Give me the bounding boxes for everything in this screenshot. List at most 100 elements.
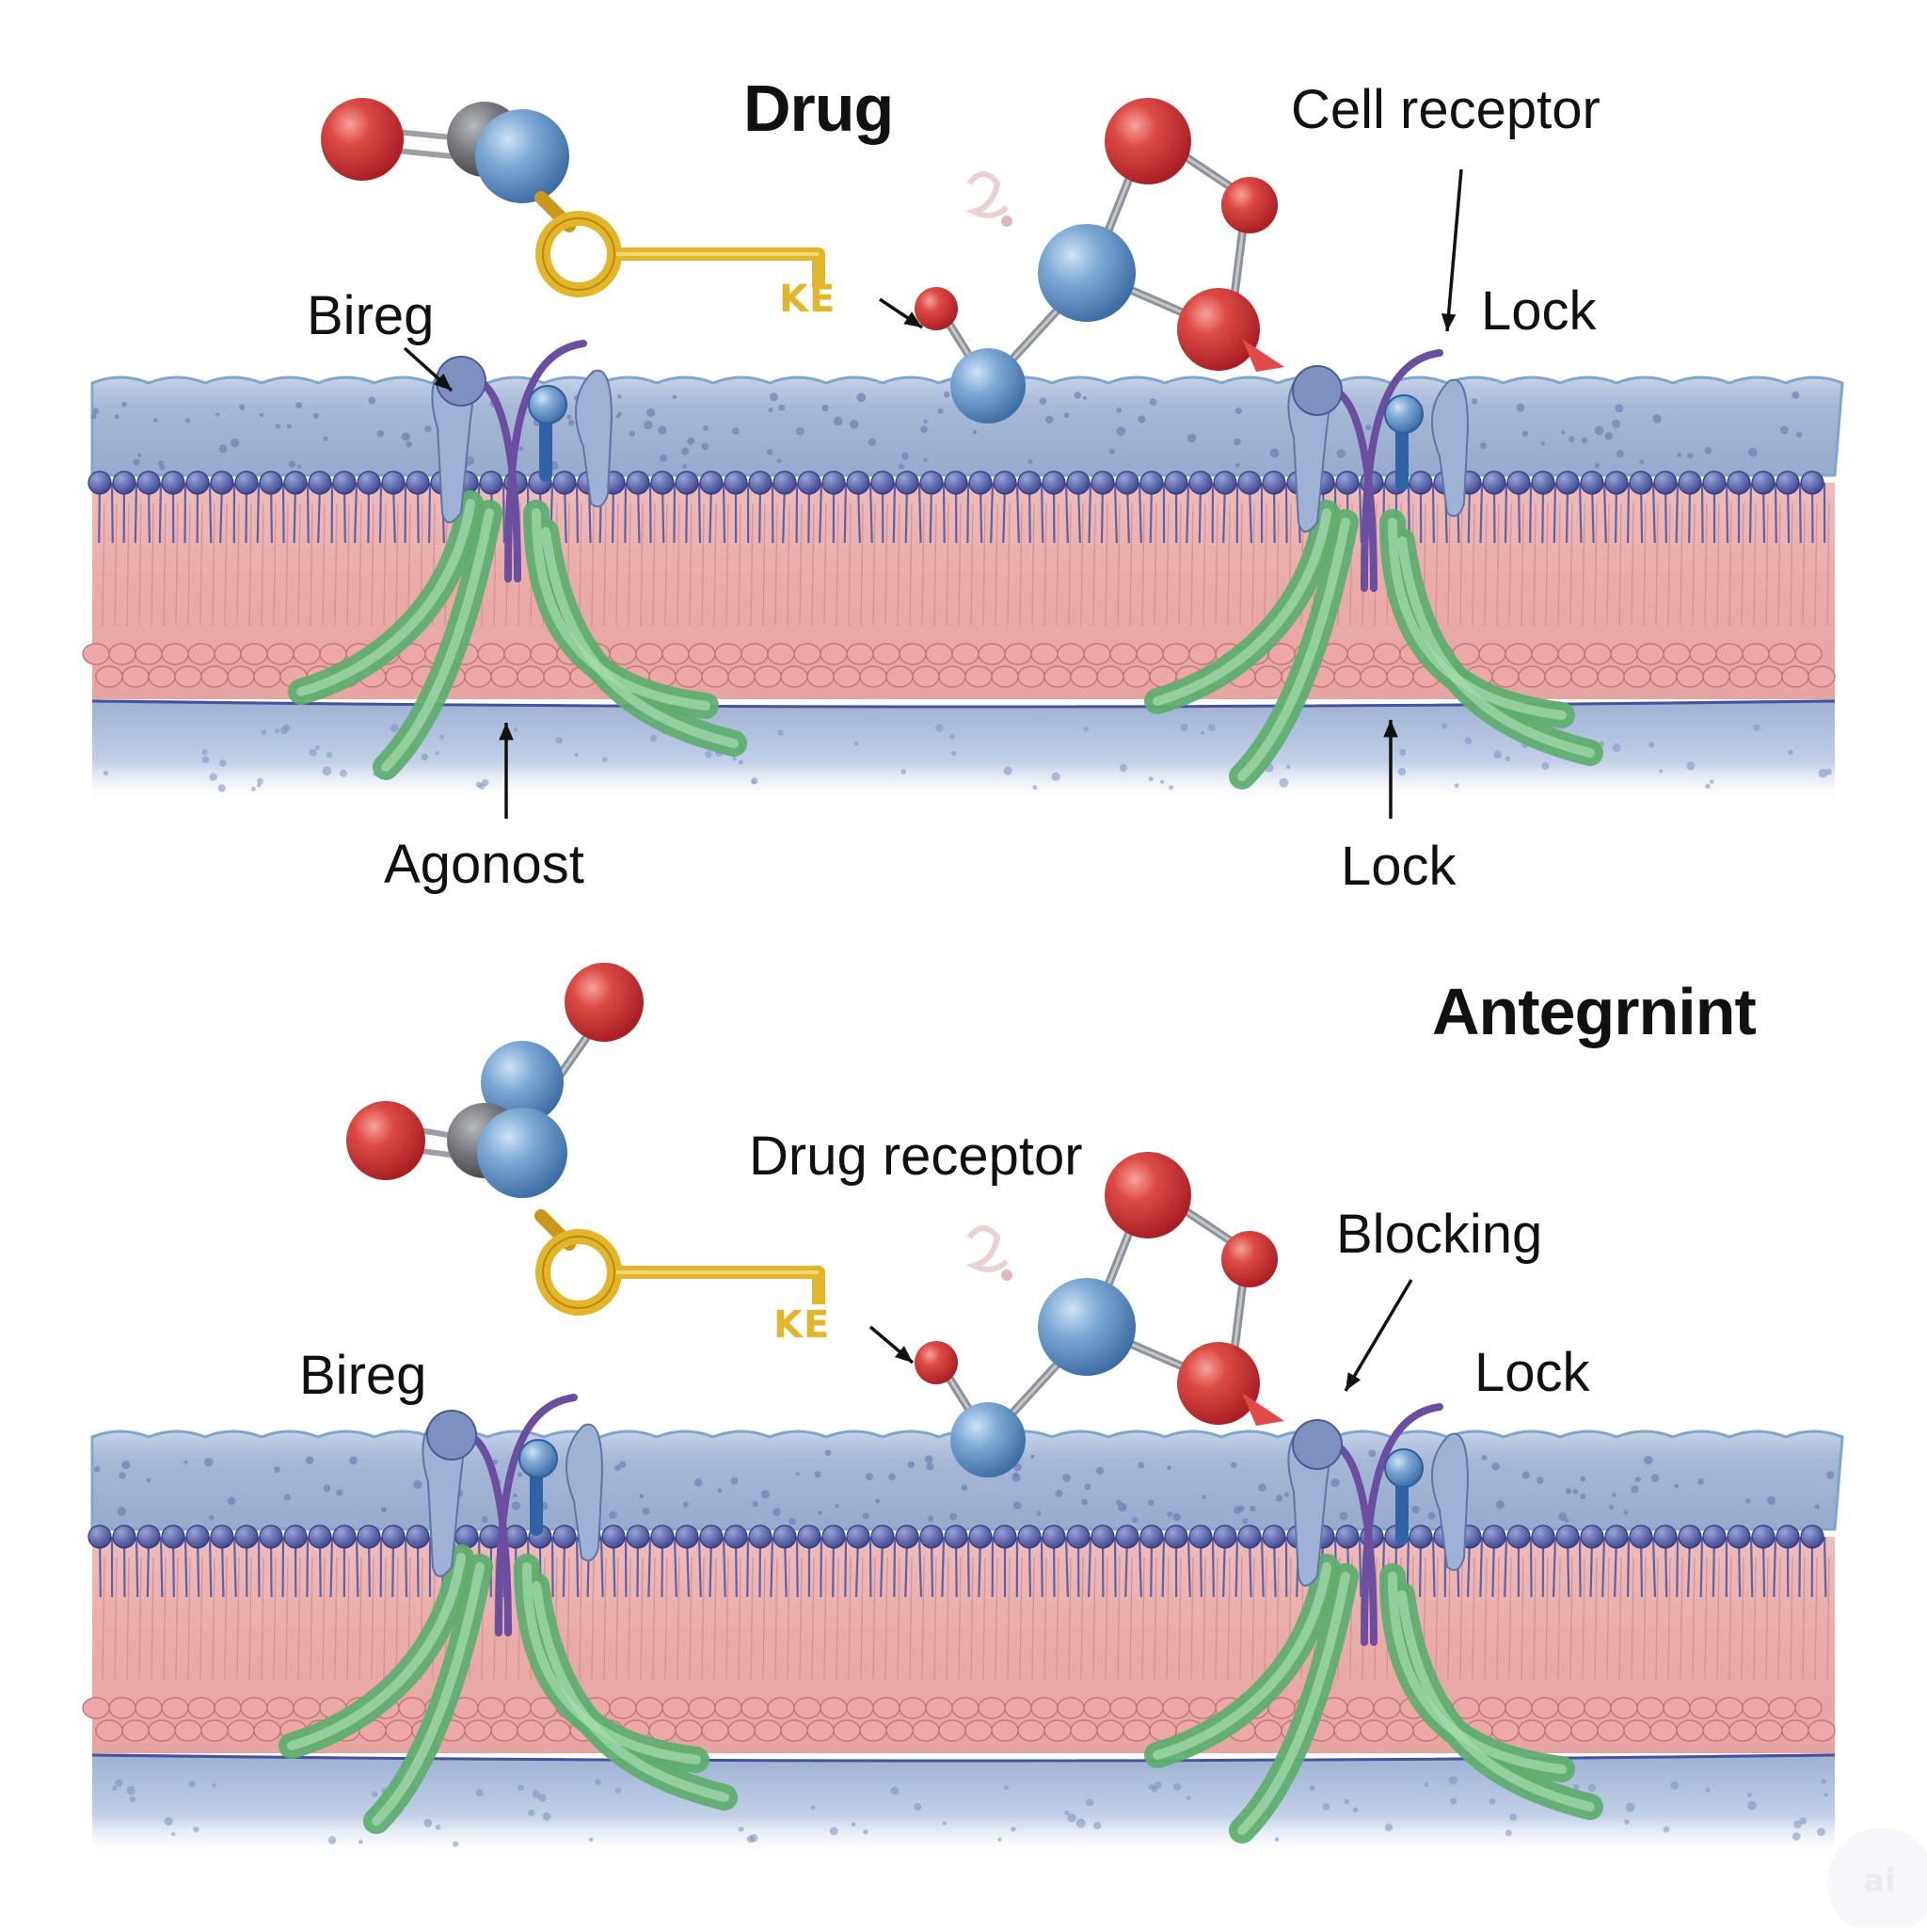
membrane-cell <box>755 1720 781 1741</box>
membrane-cell <box>1084 644 1110 664</box>
nitrogen-atom <box>1038 224 1136 322</box>
membrane-speckle <box>328 1836 337 1844</box>
membrane-cell <box>1716 1698 1743 1718</box>
membrane-speckle <box>1234 1507 1241 1514</box>
membrane-cell <box>1334 1720 1361 1741</box>
membrane-speckle <box>184 1461 188 1464</box>
lipid-tail <box>503 483 504 543</box>
membrane-cell <box>544 666 570 687</box>
membrane-speckle <box>1412 1506 1420 1513</box>
lipid-head <box>1043 1525 1065 1548</box>
cell-receptor-label: Cell receptor <box>1291 83 1601 137</box>
membrane-cell <box>1795 1698 1822 1718</box>
membrane-speckle <box>1056 1490 1063 1497</box>
lipid-head <box>1189 471 1212 494</box>
lipid-head <box>1605 1525 1628 1548</box>
membrane-cell <box>1677 1720 1703 1741</box>
membrane-cell <box>952 644 979 664</box>
key-ring-outline <box>543 1237 614 1308</box>
membrane-speckle <box>91 414 97 420</box>
membrane-speckle <box>687 438 694 445</box>
membrane-cell <box>478 1698 504 1718</box>
membrane-speckle <box>251 787 256 791</box>
membrane-speckle <box>834 417 843 426</box>
membrane-speckle <box>1231 1461 1237 1468</box>
membrane-cell <box>1545 1720 1571 1741</box>
membrane-cell <box>1361 1720 1387 1741</box>
membrane-speckle <box>1748 448 1758 457</box>
membrane-cell <box>465 666 491 687</box>
membrane-speckle <box>1697 1478 1704 1485</box>
lipid-head <box>969 471 992 494</box>
membrane-speckle <box>202 756 210 763</box>
membrane-speckle <box>943 1822 947 1826</box>
lipid-tail <box>1505 483 1506 543</box>
lipid-tail <box>820 1537 821 1597</box>
membrane-speckle <box>1118 1503 1127 1512</box>
lipid-head <box>1238 1525 1261 1548</box>
membrane-speckle <box>778 405 785 411</box>
membrane-speckle <box>1455 783 1459 788</box>
membrane-speckle <box>1644 1456 1652 1464</box>
membrane-speckle <box>747 1835 755 1843</box>
membrane-cell <box>1769 644 1795 664</box>
lipid-head <box>260 471 282 494</box>
membrane-cell <box>755 666 781 687</box>
membrane-speckle <box>257 778 263 785</box>
membrane-speckle <box>1705 784 1710 789</box>
membrane-speckle <box>1705 447 1712 454</box>
lipid-head <box>333 1525 356 1548</box>
membrane-speckle <box>310 749 317 757</box>
membrane-cell <box>1347 1698 1374 1718</box>
membrane-cell <box>399 1698 425 1718</box>
lipid-tail <box>1042 483 1043 543</box>
membrane-cell <box>504 1698 531 1718</box>
lipid-tail <box>1433 483 1434 543</box>
lipid-head <box>676 471 698 494</box>
membrane-speckle <box>825 1449 832 1456</box>
membrane-cell <box>1479 1698 1505 1718</box>
membrane-cell <box>1611 644 1637 664</box>
membrane-speckle <box>1496 1500 1505 1509</box>
membrane-speckle <box>1051 773 1059 781</box>
membrane-speckle <box>1027 459 1032 464</box>
lipid-head <box>1116 471 1139 494</box>
membrane-speckle <box>1505 1829 1512 1836</box>
membrane-speckle <box>513 1493 517 1497</box>
membrane-speckle <box>1064 1811 1069 1815</box>
membrane-cell <box>1071 666 1097 687</box>
membrane-speckle <box>280 726 289 735</box>
membrane-speckle <box>1276 1494 1283 1502</box>
lipid-tail <box>1580 483 1581 543</box>
lipid-head <box>1336 471 1359 494</box>
membrane-cell <box>636 1698 662 1718</box>
membrane-speckle <box>287 423 292 428</box>
membrane-cell <box>1782 1720 1808 1741</box>
membrane-speckle <box>1651 1474 1660 1482</box>
membrane-cell <box>1703 1720 1729 1741</box>
membrane-cell <box>1044 1720 1071 1741</box>
membrane-speckle <box>1120 764 1127 772</box>
membrane-speckle <box>1796 432 1802 438</box>
lipid-head <box>1679 471 1701 494</box>
lipid-tail <box>1090 483 1091 543</box>
membrane-speckle <box>1345 1799 1349 1804</box>
lipid-head <box>1263 1525 1285 1548</box>
nitrogen-atom <box>950 1402 1026 1477</box>
membrane-cell <box>781 1720 807 1741</box>
membrane-speckle <box>1561 430 1565 434</box>
membrane-speckle <box>589 1837 594 1842</box>
oxygen-atom <box>1177 288 1260 371</box>
membrane-speckle <box>543 1812 551 1821</box>
membrane-speckle <box>1150 398 1157 406</box>
membrane-speckle <box>1062 1474 1071 1482</box>
membrane-cell <box>847 1698 873 1718</box>
membrane-cell <box>122 666 149 687</box>
arrow-blocking <box>1346 1280 1411 1391</box>
membrane-cell <box>1795 644 1822 664</box>
membrane-speckle <box>788 1518 796 1525</box>
top-title: Drug <box>743 75 893 141</box>
lipid-head <box>1214 471 1236 494</box>
membrane-speckle <box>189 1780 196 1787</box>
membrane-speckle <box>424 425 431 432</box>
